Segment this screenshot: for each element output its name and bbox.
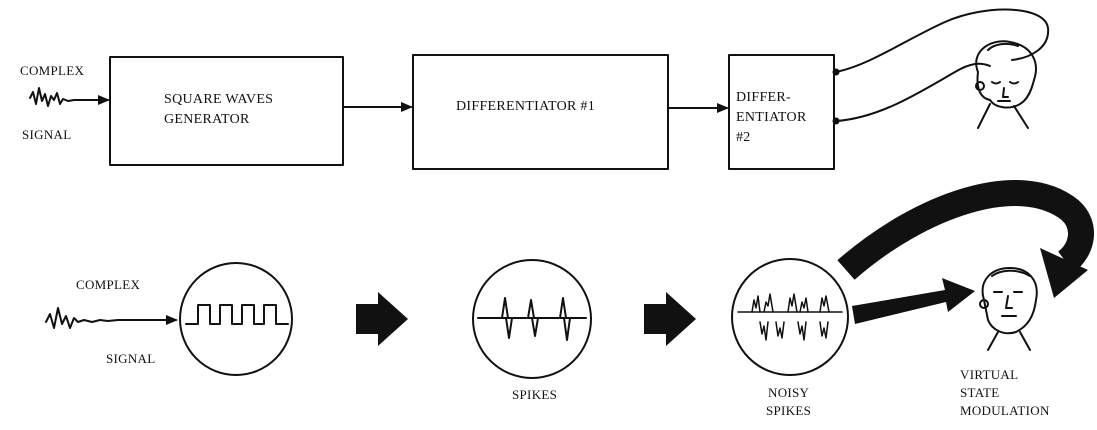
arrow-icon xyxy=(644,292,696,346)
spikes-label: SPIKES xyxy=(512,387,558,402)
virtual-label-line3: MODULATION xyxy=(960,403,1050,418)
noisy-signal-icon xyxy=(29,87,75,107)
arrow-icon xyxy=(356,292,408,346)
bottom-input-label-line2: SIGNAL xyxy=(106,351,156,366)
spikes-scope-icon xyxy=(472,259,592,379)
virtual-label-line2: STATE xyxy=(960,385,1000,400)
head-icon xyxy=(979,267,1038,351)
differentiator-2-box xyxy=(728,54,835,170)
noisy-spikes-label-line1: NOISY xyxy=(768,385,810,400)
box3-label-line2: ENTIATOR xyxy=(736,110,807,125)
lead-wire-lower xyxy=(835,62,991,122)
box1-label-line1: SQUARE WAVES xyxy=(164,92,274,107)
box1-label-line2: GENERATOR xyxy=(164,112,250,127)
noisy-signal-icon xyxy=(45,307,119,329)
box2-label: DIFFERENTIATOR #1 xyxy=(456,99,596,114)
curved-arrow-icon xyxy=(837,180,1094,298)
noisy-spikes-scope-icon xyxy=(731,258,849,376)
virtual-label-line1: VIRTUAL xyxy=(960,367,1019,382)
differentiator-1-box xyxy=(412,54,669,170)
box3-label-line1: DIFFER- xyxy=(736,90,791,105)
square-wave-scope-icon xyxy=(179,262,293,376)
arrow-icon xyxy=(852,278,975,324)
lead-wire-upper xyxy=(835,8,1050,73)
box3-label-line3: #2 xyxy=(736,130,751,145)
top-input-label-line1: COMPLEX xyxy=(20,63,85,78)
head-icon xyxy=(975,40,1037,129)
bottom-input-label-line1: COMPLEX xyxy=(76,277,141,292)
square-wave-generator-box xyxy=(109,56,344,166)
noisy-spikes-label-line2: SPIKES xyxy=(766,403,812,418)
top-input-label-line2: SIGNAL xyxy=(22,127,72,142)
